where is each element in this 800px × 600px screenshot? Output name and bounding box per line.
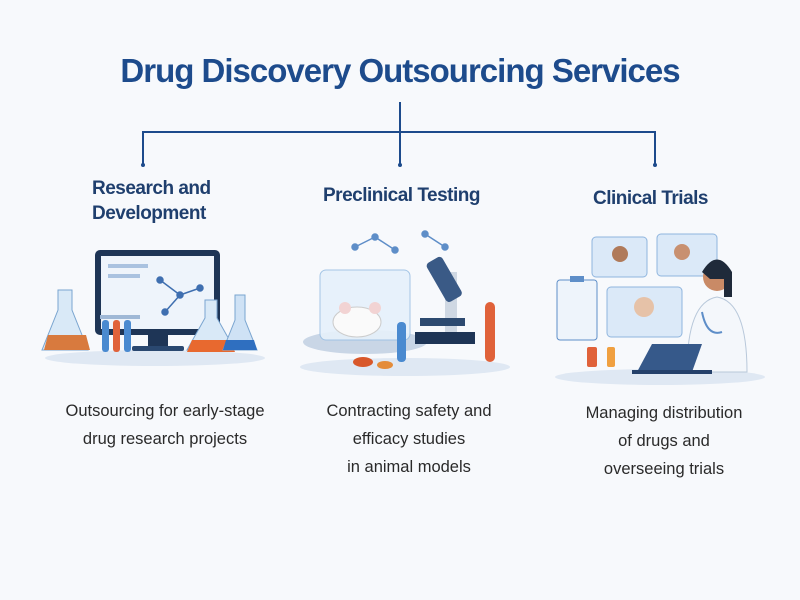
description-line: Contracting safety and bbox=[326, 402, 492, 420]
branch-description-research: Outsourcing for early-stage drug researc… bbox=[35, 397, 295, 453]
heading-line: Development bbox=[92, 203, 206, 224]
description-line: Outsourcing for early-stage bbox=[65, 402, 265, 420]
branch-heading-research: Research and Development bbox=[92, 176, 211, 226]
lab-mouse-microscope-icon bbox=[300, 230, 510, 376]
heading-line: Research and bbox=[92, 178, 211, 199]
branch-heading-clinical: Clinical Trials bbox=[593, 188, 709, 209]
description-line: Managing distribution bbox=[585, 404, 743, 422]
description-line: overseeing trials bbox=[603, 460, 725, 478]
lab-computer-flasks-icon bbox=[41, 250, 265, 366]
description-line: drug research projects bbox=[82, 430, 248, 448]
description-line: in animal models bbox=[347, 458, 471, 476]
page-title: Drug Discovery Outsourcing Services bbox=[120, 52, 680, 89]
branch-heading-preclinical: Preclinical Testing bbox=[323, 185, 480, 206]
doctor-telemedicine-icon bbox=[555, 233, 765, 385]
branch-description-preclinical: Contracting safety and efficacy studies … bbox=[279, 397, 539, 481]
description-line: efficacy studies bbox=[352, 430, 466, 448]
branch-description-clinical: Managing distribution of drugs and overs… bbox=[534, 399, 794, 483]
description-line: of drugs and bbox=[618, 432, 710, 450]
